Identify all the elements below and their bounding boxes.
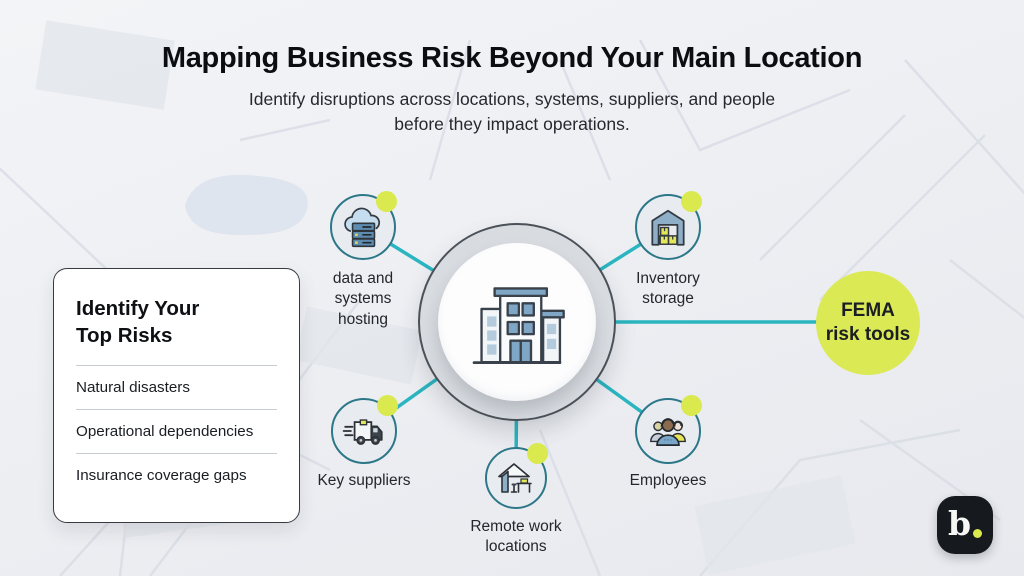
logo-letter: b — [947, 503, 972, 543]
delivery-truck-icon — [342, 419, 383, 445]
page-title: Mapping Business Risk Beyond Your Main L… — [161, 42, 863, 74]
node-label-key-suppliers: Key suppliers — [317, 472, 411, 489]
node-label-remote-work-locations: Remote work locations — [470, 518, 562, 556]
fema-risk-tools-label: FEMA risk tools — [825, 299, 911, 345]
accent-dot — [527, 443, 548, 464]
people-icon — [650, 418, 686, 446]
brand-logo: b — [937, 496, 993, 554]
accent-dot — [376, 191, 397, 212]
node-label-data-systems-hosting: data and systems hosting — [332, 270, 394, 328]
accent-dot — [681, 395, 702, 416]
node-employees — [635, 398, 701, 464]
home-office-icon — [498, 463, 532, 493]
warehouse-icon — [651, 209, 685, 246]
accent-dot — [681, 191, 702, 212]
page-subtitle: Identify disruptions across locations, s… — [248, 89, 776, 134]
fema-risk-tools-bubble: FEMA risk tools — [816, 271, 920, 375]
header: Mapping Business Risk Beyond Your Main L… — [0, 0, 1024, 137]
office-building-icon — [472, 287, 565, 364]
top-risks-card-title: Identify Your Top Risks — [76, 297, 200, 347]
logo-dot-icon — [973, 528, 983, 538]
top-risks-card: Identify Your Top Risks Natural disaster… — [53, 268, 300, 523]
accent-dot — [377, 395, 398, 416]
node-label-employees: Employees — [629, 472, 707, 489]
risk-item-natural-disasters: Natural disasters — [76, 366, 277, 411]
risk-item-insurance-coverage-gaps: Insurance coverage gaps — [76, 467, 247, 485]
main-location-hub-inner — [438, 243, 596, 401]
risk-item-operational-dependencies: Operational dependencies — [76, 410, 277, 455]
card-divider — [76, 365, 277, 367]
main-location-hub — [418, 223, 616, 421]
cloud-servers-icon — [344, 207, 381, 248]
node-label-inventory-storage: Inventory storage — [636, 270, 700, 308]
